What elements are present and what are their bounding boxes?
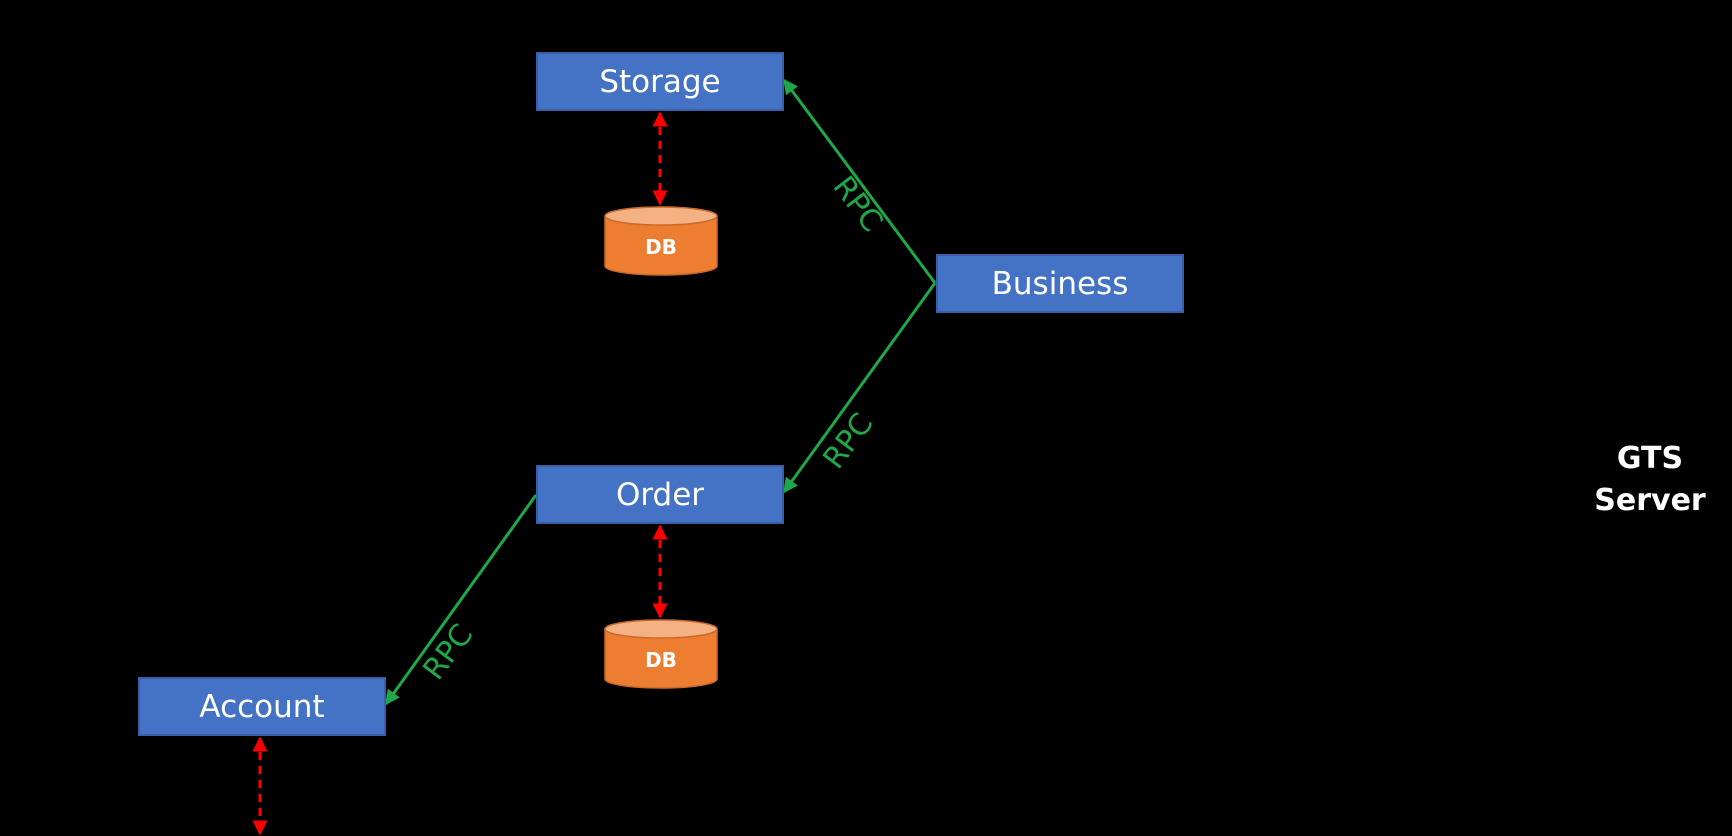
storage-label: Storage: [599, 63, 721, 100]
rpc-label-order-account: RPC: [416, 618, 480, 687]
account-label: Account: [199, 688, 325, 725]
gts-server-line1: GTS: [1616, 441, 1684, 476]
business-service-box: Business: [936, 254, 1184, 313]
business-label: Business: [991, 265, 1129, 302]
database-icon-storage: DB: [604, 206, 718, 276]
order-label: Order: [615, 476, 705, 513]
database-icon-order: DB: [604, 619, 718, 689]
rpc-label-business-storage: RPC: [826, 170, 890, 239]
rpc-edge-order-account: [384, 494, 538, 706]
rpc-edge-business-storage: [782, 78, 937, 284]
gts-server-line2: Server: [1594, 483, 1706, 518]
rpc-edge-business-order: [782, 282, 937, 494]
storage-service-box: Storage: [536, 52, 784, 111]
database-label-storage: DB: [645, 235, 677, 259]
account-service-box: Account: [138, 677, 386, 736]
rpc-label-business-order: RPC: [816, 407, 880, 476]
database-label-order: DB: [645, 648, 677, 672]
order-service-box: Order: [536, 465, 784, 524]
gts-server-label: GTS Server: [1560, 438, 1732, 522]
